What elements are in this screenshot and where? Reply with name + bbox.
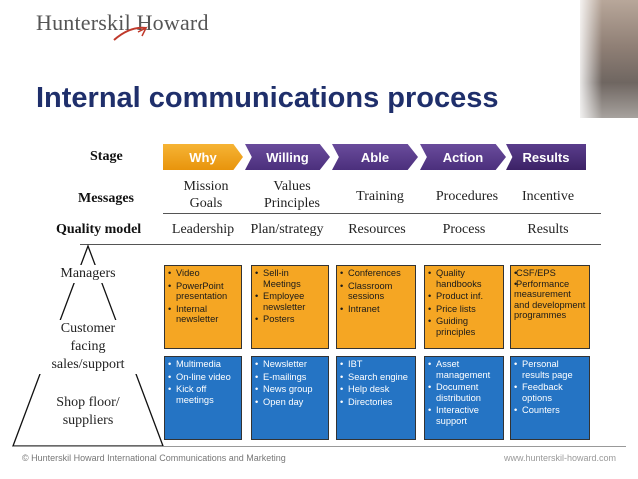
stage-label-willing: Willing <box>266 149 309 165</box>
stage-arrow-able: Able <box>332 144 418 170</box>
channel-cell-willing-managers: Sell-in Meetings Employee newsletter Pos… <box>251 265 329 349</box>
channel-item: News group <box>255 384 325 395</box>
divider-quality <box>80 244 601 245</box>
quality-results: Results <box>527 222 569 237</box>
pyramid-label-suppliers: suppliers <box>62 413 114 428</box>
stage-label-why: Why <box>189 149 217 165</box>
channel-item: CSF/EPS <box>514 268 586 279</box>
channel-cell-able-frontline: IBT Search engine Help desk Directories <box>336 356 416 440</box>
message-why: Mission Goals <box>183 179 229 211</box>
channel-item: Intranet <box>340 304 412 315</box>
divider-messages <box>163 213 601 214</box>
pyramid-label-facing: facing <box>70 339 106 354</box>
channel-cell-why-frontline: Multimedia On-line video Kick off meetin… <box>164 356 242 440</box>
stage-label-results: Results <box>522 149 570 165</box>
channel-item: Asset management <box>428 359 500 380</box>
pyramid-label-customer-facing: Customer facing sales/support <box>36 320 140 374</box>
channel-item: Directories <box>340 397 412 408</box>
channel-item: Performance measurement and development … <box>514 279 586 321</box>
channel-cell-results-frontline: Personal results page Feedback options C… <box>510 356 590 440</box>
channel-item: Interactive support <box>428 405 500 426</box>
page-title: Internal communications process <box>36 82 499 114</box>
brand-logo-text: Hunterskil Howard <box>36 10 209 35</box>
channel-item: Quality handbooks <box>428 268 500 289</box>
stage-arrow-willing: Willing <box>245 144 330 170</box>
footer-website-link[interactable]: www.hunterskil-howard.com <box>503 453 616 463</box>
message-able: Training <box>356 189 404 204</box>
stage-arrow-why: Why <box>163 144 243 170</box>
stage-row-label: Stage <box>90 149 123 164</box>
channel-item: Help desk <box>340 384 412 395</box>
channel-item: Kick off meetings <box>168 384 238 405</box>
stage-arrow-results: Results <box>506 144 586 170</box>
channel-item: Price lists <box>428 304 500 315</box>
channel-item: Counters <box>514 405 586 416</box>
stage-arrow-action: Action <box>420 144 506 170</box>
footer-divider <box>12 446 626 447</box>
channel-item: Employee newsletter <box>255 291 325 312</box>
pyramid-label-shop-floor-line: Shop floor/ <box>56 395 120 410</box>
quality-why: Leadership <box>171 222 235 237</box>
channel-item: On-line video <box>168 372 238 383</box>
channel-item: Feedback options <box>514 382 586 403</box>
channel-item: Search engine <box>340 372 412 383</box>
channel-item: Personal results page <box>514 359 586 380</box>
stage-label-able: Able <box>360 149 390 165</box>
brand-swoosh-icon <box>113 26 148 41</box>
channel-item: Classroom sessions <box>340 281 412 302</box>
channel-item: Newsletter <box>255 359 325 370</box>
channel-cell-why-managers: Video PowerPoint presentation Internal n… <box>164 265 242 349</box>
channel-cell-action-managers: Quality handbooks Product inf. Price lis… <box>424 265 504 349</box>
quality-able: Resources <box>348 222 406 237</box>
pyramid-label-shop-floor: Shop floor/ suppliers <box>40 394 136 430</box>
channel-cell-willing-frontline: Newsletter E-mailings News group Open da… <box>251 356 329 440</box>
messages-row-label: Messages <box>78 191 134 206</box>
message-willing: Values Principles <box>264 179 320 211</box>
channel-item: Open day <box>255 397 325 408</box>
channel-item: Posters <box>255 314 325 325</box>
channel-item: Product inf. <box>428 291 500 302</box>
stage-label-action: Action <box>442 149 484 165</box>
channel-item: Document distribution <box>428 382 500 403</box>
corner-photo <box>580 0 638 118</box>
quality-model-row-label: Quality model <box>56 222 142 237</box>
quality-action: Process <box>442 222 486 237</box>
channel-item: Sell-in Meetings <box>255 268 325 289</box>
channel-item: Internal newsletter <box>168 304 238 325</box>
pyramid-label-customer: Customer <box>60 321 116 336</box>
channel-item: Guiding principles <box>428 316 500 337</box>
channel-item: Conferences <box>340 268 412 279</box>
channel-item: Video <box>168 268 238 279</box>
channel-item: PowerPoint presentation <box>168 281 238 302</box>
pyramid-label-managers: Managers <box>44 265 132 283</box>
channel-item: Multimedia <box>168 359 238 370</box>
quality-willing: Plan/strategy <box>250 222 324 237</box>
message-action: Procedures <box>435 189 499 204</box>
channel-cell-able-managers: Conferences Classroom sessions Intranet <box>336 265 416 349</box>
channel-item: E-mailings <box>255 372 325 383</box>
channel-cell-results-managers: CSF/EPS Performance measurement and deve… <box>510 265 590 349</box>
pyramid-label-sales-support: sales/support <box>51 357 125 372</box>
footer-copyright: © Hunterskil Howard International Commun… <box>22 453 286 463</box>
message-results: Incentive <box>521 189 575 204</box>
channel-item: IBT <box>340 359 412 370</box>
channel-cell-action-frontline: Asset management Document distribution I… <box>424 356 504 440</box>
